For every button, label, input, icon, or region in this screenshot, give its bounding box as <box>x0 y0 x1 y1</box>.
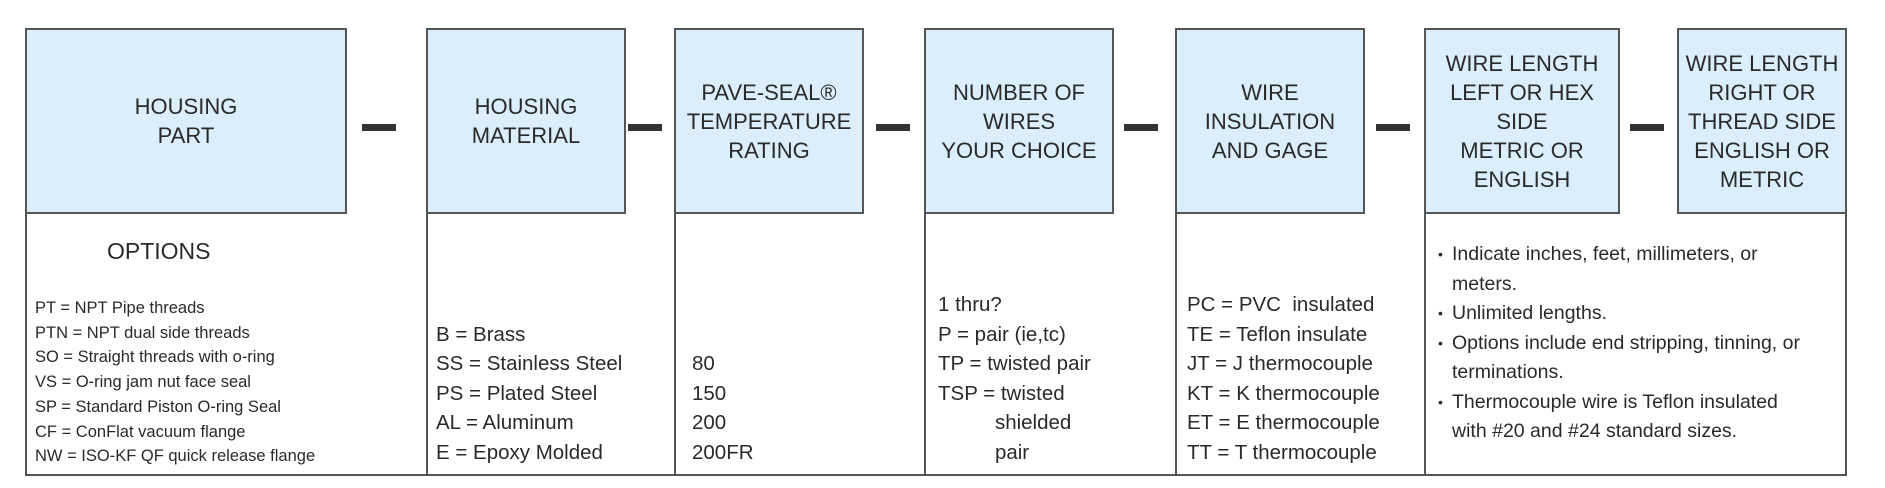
list-item: VS = O-ring jam nut face seal <box>35 373 251 392</box>
wire-count-options: 1 thru? P = pair (ie,tc) TP = twisted pa… <box>938 290 1091 467</box>
panel-wire-insulation: PC = PVC insulated TE = Teflon insulate … <box>1175 214 1424 475</box>
panel-housing-part: OPTIONS PT = NPT Pipe threads PTN = NPT … <box>25 214 426 475</box>
panel-temperature-rating: 80 150 200 200FR <box>674 214 924 475</box>
panel-wire-length: Indicate inches, feet, millimeters, or m… <box>1424 214 1847 475</box>
housing-part-options: PT = NPT Pipe threads PTN = NPT dual sid… <box>35 296 315 469</box>
panel-housing-material: B = Brass SS = Stainless Steel PS = Plat… <box>426 214 674 475</box>
list-item: 150 <box>692 381 727 405</box>
list-item: 1 thru? <box>938 293 1002 316</box>
list-item: CF = ConFlat vacuum flange <box>35 422 246 441</box>
list-item: SP = Standard Piston O-ring Seal <box>35 397 281 416</box>
list-item: 200 <box>692 411 727 434</box>
separator-dash <box>362 124 396 131</box>
bottom-border <box>25 474 1847 476</box>
options-title: OPTIONS <box>107 238 211 264</box>
list-item: Thermocouple wire is Teflon insulated wi… <box>1436 388 1806 447</box>
list-item: PC = PVC insulated <box>1187 293 1375 316</box>
list-item: ET = E thermocouple <box>1187 411 1380 434</box>
list-item: PT = NPT Pipe threads <box>35 299 205 318</box>
header-housing-part: HOUSING PART <box>25 28 347 214</box>
list-item: PS = Plated Steel <box>436 381 598 405</box>
list-item: PTN = NPT dual side threads <box>35 323 250 342</box>
list-item: NW = ISO-KF QF quick release flange <box>35 447 316 466</box>
insulation-options: PC = PVC insulated TE = Teflon insulate … <box>1187 290 1380 467</box>
separator-dash <box>1630 124 1664 131</box>
list-item: B = Brass <box>436 322 526 346</box>
separator-dash <box>1376 124 1410 131</box>
temperature-options: 80 150 200 200FR <box>692 349 754 467</box>
list-item: TT = T thermocouple <box>1187 440 1377 464</box>
list-item: SS = Stainless Steel <box>436 352 623 375</box>
list-item: KT = K thermocouple <box>1187 381 1380 405</box>
list-item: E = Epoxy Molded <box>436 440 603 464</box>
list-item: pair <box>938 440 1030 464</box>
header-housing-material: HOUSING MATERIAL <box>426 28 626 214</box>
header-number-of-wires: NUMBER OF WIRES YOUR CHOICE <box>924 28 1114 214</box>
list-item: Options include end stripping, tinning, … <box>1436 329 1806 388</box>
header-temperature-rating: PAVE-SEAL® TEMPERATURE RATING <box>674 28 864 214</box>
list-item: TP = twisted pair <box>938 352 1091 375</box>
separator-dash <box>876 124 910 131</box>
header-wire-insulation: WIRE INSULATION AND GAGE <box>1175 28 1365 214</box>
list-item: P = pair (ie,tc) <box>938 322 1066 346</box>
list-item: JT = J thermocouple <box>1187 352 1373 375</box>
list-item: Unlimited lengths. <box>1436 299 1806 329</box>
panel-number-of-wires: 1 thru? P = pair (ie,tc) TP = twisted pa… <box>924 214 1175 475</box>
list-item: 200FR <box>692 440 754 464</box>
wire-length-notes: Indicate inches, feet, millimeters, or m… <box>1436 240 1806 447</box>
list-item: TSP = twisted <box>938 381 1065 405</box>
separator-dash <box>628 124 662 131</box>
separator-dash <box>1124 124 1158 131</box>
list-item: shielded <box>938 411 1072 434</box>
list-item: AL = Aluminum <box>436 411 574 434</box>
list-item: TE = Teflon insulate <box>1187 322 1368 346</box>
list-item: 80 <box>692 352 715 375</box>
header-wire-length-right: WIRE LENGTH RIGHT OR THREAD SIDE ENGLISH… <box>1677 28 1847 214</box>
list-item: Indicate inches, feet, millimeters, or m… <box>1436 240 1806 299</box>
list-item: SO = Straight threads with o-ring <box>35 348 275 367</box>
header-wire-length-left: WIRE LENGTH LEFT OR HEX SIDE METRIC OR E… <box>1424 28 1620 214</box>
housing-material-options: B = Brass SS = Stainless Steel PS = Plat… <box>436 320 622 468</box>
